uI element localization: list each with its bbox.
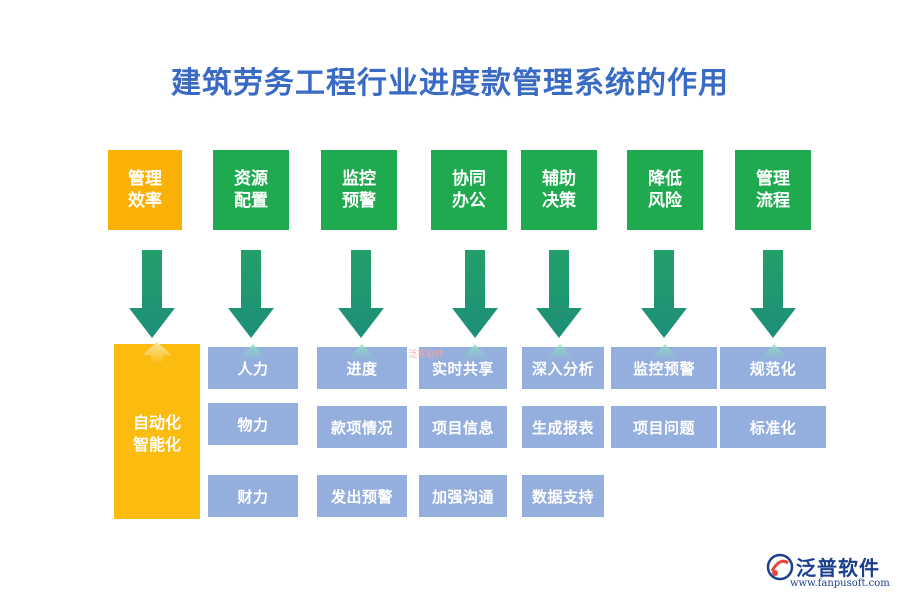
down-arrow-icon [641,250,687,338]
down-arrow-icon [750,250,796,338]
brand-logo: 泛普软件 www.fanpusoft.com [760,550,890,595]
category-resource: 资源 配置 [213,150,289,230]
logo-icon [766,553,794,581]
item-finance: 财力 [208,475,298,517]
category-process: 管理 流程 [735,150,811,230]
logo-brand: 泛普软件 [796,556,880,580]
category-risk: 降低 风险 [627,150,703,230]
down-arrow-icon [452,250,498,338]
down-arrow-icon [129,250,175,338]
item-realtime-share: 实时共享 [419,347,507,389]
category-efficiency: 管理 效率 [108,150,182,230]
category-monitor: 监控 预警 [321,150,397,230]
item-monitor-warning: 监控预警 [611,347,717,389]
efficiency-panel: 自动化 智能化 [114,342,200,519]
watermark: 泛普软件 [408,350,445,360]
item-normalize: 标准化 [720,406,826,448]
item-deep-analysis: 深入分析 [522,347,604,389]
logo-url: www.fanpusoft.com [790,578,890,589]
item-payment-status: 款项情况 [317,406,407,448]
category-decision: 辅助 决策 [521,150,597,230]
item-issue-warning: 发出预警 [317,475,407,517]
item-reports: 生成报表 [522,406,604,448]
down-arrow-icon [228,250,274,338]
down-arrow-icon [338,250,384,338]
item-data-support: 数据支持 [522,475,604,517]
item-project-issues: 项目问题 [611,406,717,448]
page-title: 建筑劳务工程行业进度款管理系统的作用 [171,66,729,101]
category-office: 协同 办公 [431,150,507,230]
item-material: 物力 [208,403,298,445]
item-communication: 加强沟通 [419,475,507,517]
down-arrow-icon [536,250,582,338]
efficiency-text: 自动化 智能化 [132,413,181,454]
up-arrow-icon [142,342,172,364]
item-project-info: 项目信息 [419,406,507,448]
